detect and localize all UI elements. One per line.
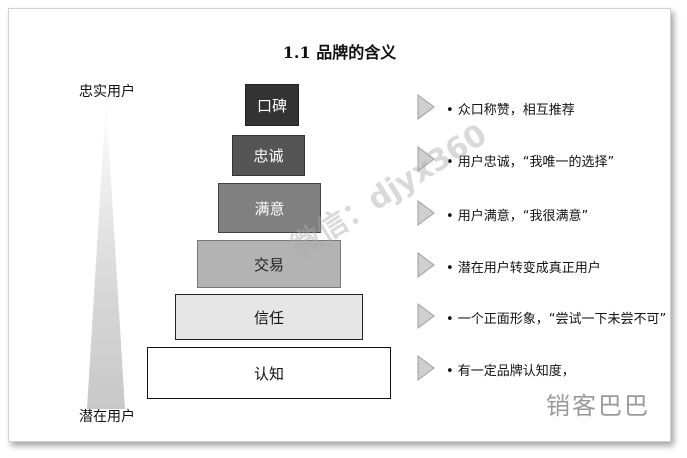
user-loyalty-axis [87, 99, 125, 409]
level-label: 交易 [253, 255, 284, 274]
bullet-row: • 潜在用户转变成真正用户 [416, 251, 670, 281]
level-xin-ren: 信任 [175, 294, 363, 340]
slide-frame: 1.1 品牌的含义 忠实用户 潜在用户 口碑 忠诚 满意 交易 信任 [8, 8, 671, 442]
level-label: 忠诚 [253, 147, 284, 165]
bullet-text: • 众口称赞，相互推荐 [446, 103, 575, 118]
level-label: 信任 [253, 308, 284, 327]
level-label: 口碑 [256, 96, 287, 115]
bullet-text: • 一个正面形象，“尝试一下未尝不可” [446, 312, 667, 327]
bullet-text: • 有一定品牌认知度， [446, 364, 575, 379]
bullet-row: • 用户忠诚，“我唯一的选择” [416, 145, 670, 175]
bullet-row: • 用户满意，“我很满意” [416, 199, 670, 229]
axis-bottom-label: 潜在用户 [79, 409, 135, 425]
bullet-text: • 潜在用户转变成真正用户 [446, 261, 601, 276]
axis-top-label: 忠实用户 [79, 84, 135, 100]
bullet-text: • 用户满意，“我很满意” [446, 209, 589, 224]
level-kou-bei: 口碑 [245, 84, 299, 126]
chevron-right-icon [417, 355, 435, 381]
brand-logo-text: 销客巴巴 [546, 392, 650, 420]
chevron-right-icon [417, 200, 435, 226]
axis-wedge [87, 99, 125, 409]
bullet-row: • 有一定品牌认知度， [416, 354, 670, 384]
level-jiao-yi: 交易 [197, 240, 341, 288]
level-zhong-cheng: 忠诚 [232, 135, 305, 176]
bullet-row: • 一个正面形象，“尝试一下未尝不可” [416, 302, 670, 332]
level-ren-zhi: 认知 [147, 347, 391, 399]
bullet-text: • 用户忠诚，“我唯一的选择” [446, 155, 615, 170]
level-label: 认知 [253, 364, 284, 383]
bullet-row: • 众口称赞，相互推荐 [416, 93, 670, 123]
level-man-yi: 满意 [218, 183, 321, 233]
slide-title: 1.1 品牌的含义 [282, 43, 397, 62]
level-label: 满意 [254, 199, 285, 218]
chevron-right-icon [417, 252, 435, 278]
chevron-right-icon [417, 146, 435, 172]
chevron-right-icon [417, 94, 435, 120]
chevron-right-icon [417, 303, 435, 329]
